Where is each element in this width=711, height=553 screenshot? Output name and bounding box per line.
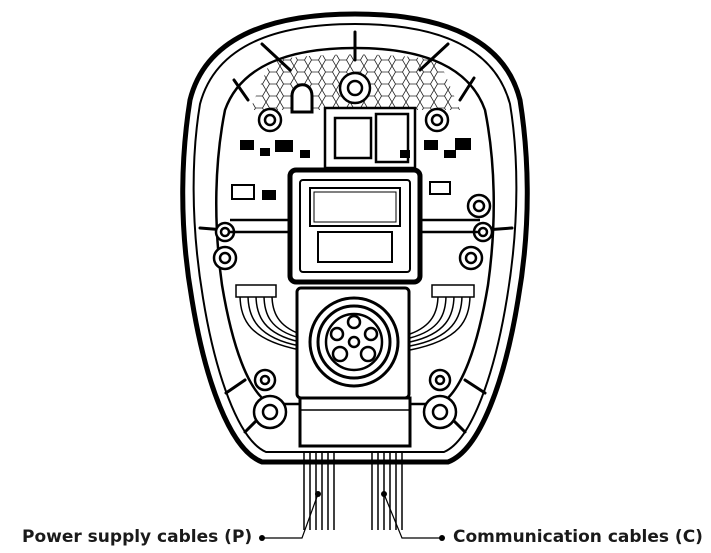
display-module [287, 167, 423, 285]
terminal-blocks [235, 284, 475, 298]
power-supply-cable-bundle [303, 452, 335, 530]
screw-left-2 [212, 245, 238, 271]
power-supply-cables-label: Power supply cables (P) [22, 527, 253, 547]
leader-power [259, 491, 321, 541]
coil-component [290, 83, 314, 114]
relay-block [323, 106, 417, 170]
screw-left-1 [214, 221, 236, 243]
screw-top-center [338, 71, 372, 105]
screw-low-left [253, 368, 277, 392]
screw-right-2 [458, 245, 484, 271]
side-rails [230, 218, 480, 234]
screw-low-right [428, 368, 452, 392]
screw-bottom-left [252, 394, 288, 430]
screw-top-left [257, 107, 283, 133]
leader-communication [381, 491, 445, 541]
board-components [231, 138, 471, 200]
socket-pins [329, 314, 379, 363]
bottom-tab [298, 396, 412, 448]
inner-shell [192, 22, 518, 453]
screw-top-right [424, 107, 450, 133]
wires-right [409, 294, 471, 351]
screw-bottom-right [422, 394, 458, 430]
wires-left [239, 294, 301, 351]
screws [212, 71, 494, 430]
screw-mid-right [466, 193, 492, 219]
outer-shell [180, 11, 530, 465]
communication-cables-label: Communication cables (C) [453, 527, 703, 547]
